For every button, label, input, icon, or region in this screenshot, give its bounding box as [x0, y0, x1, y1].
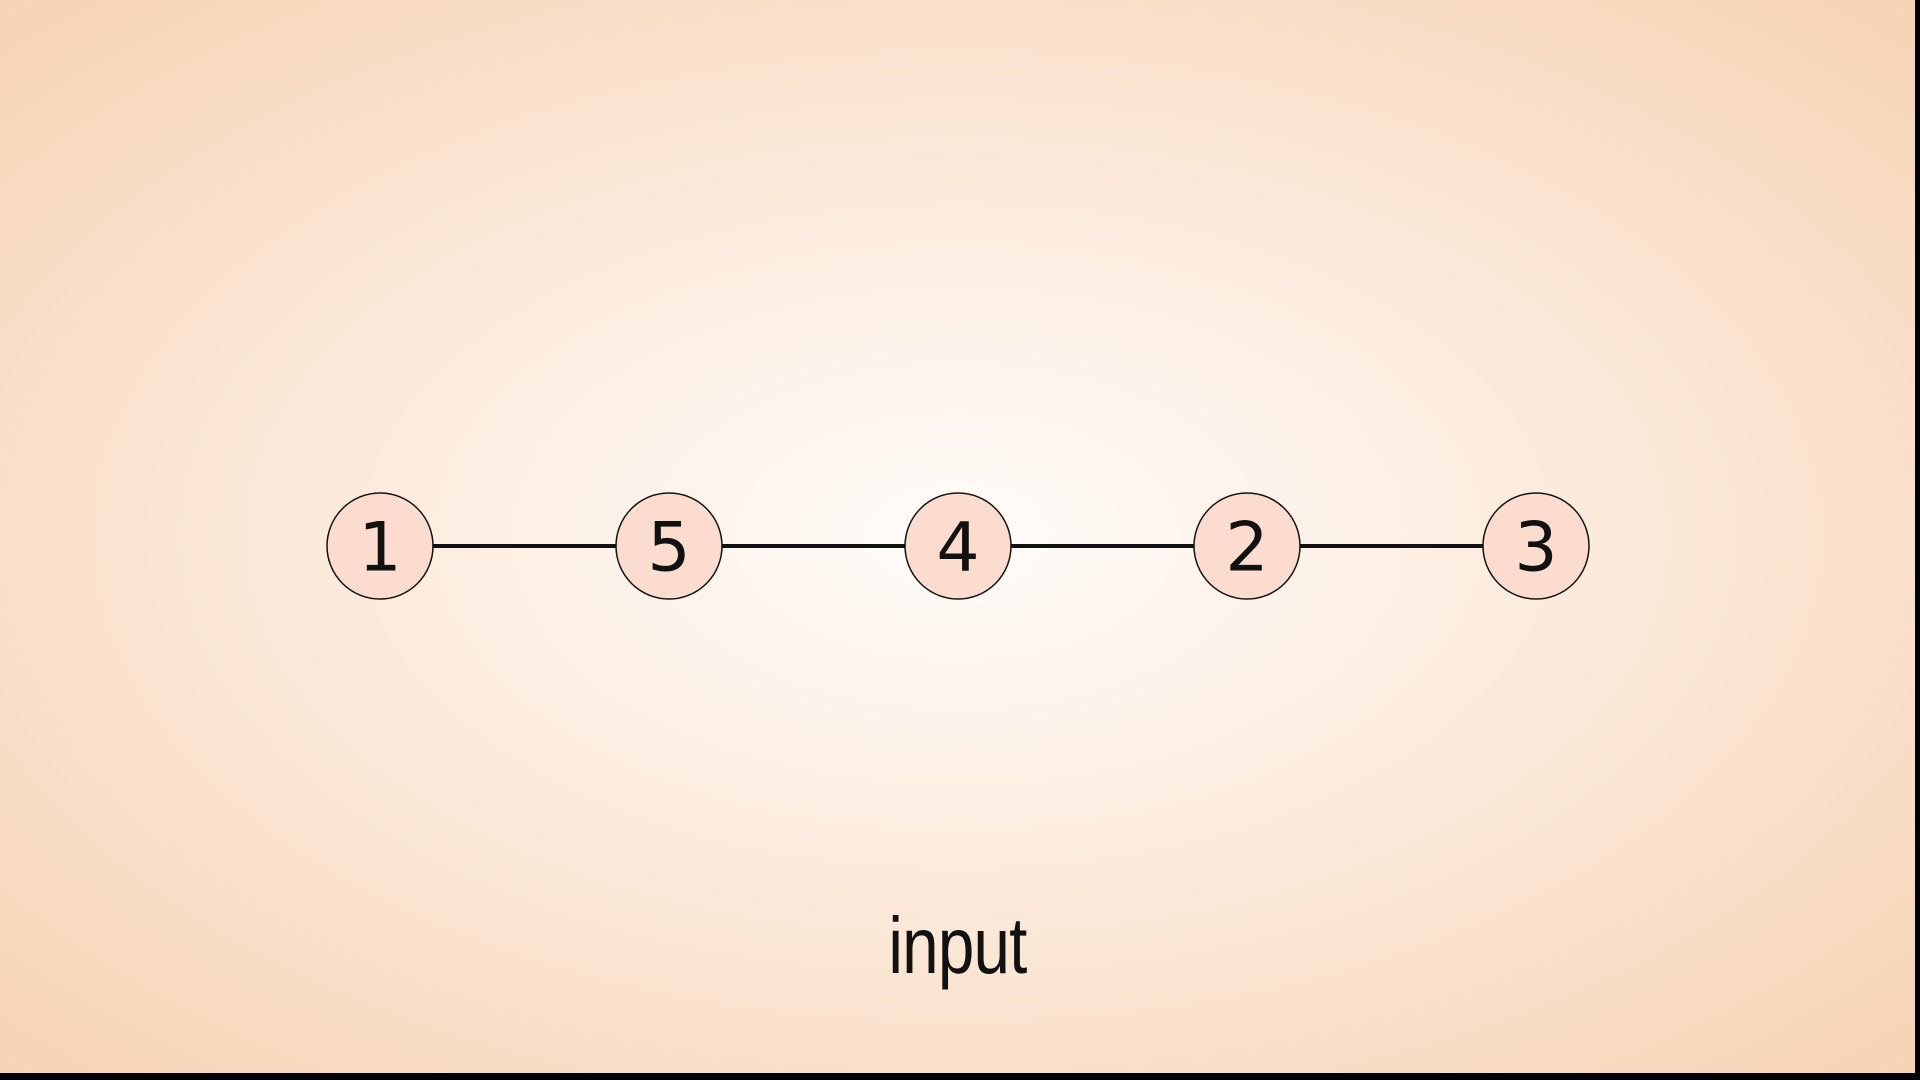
node-1: 1 — [326, 492, 434, 600]
node-3: 3 — [1482, 492, 1590, 600]
node-circle — [326, 492, 434, 600]
node-label: 2 — [1225, 509, 1268, 588]
node-circle — [1193, 492, 1301, 600]
node-5: 5 — [615, 492, 723, 600]
node-label: 4 — [936, 509, 979, 588]
node-label: 3 — [1514, 509, 1557, 588]
node-4: 4 — [904, 492, 1012, 600]
node-circle — [904, 492, 1012, 600]
diagram-caption: input — [888, 901, 1027, 990]
node-2: 2 — [1193, 492, 1301, 600]
node-circle — [1482, 492, 1590, 600]
node-label: 5 — [647, 509, 690, 588]
node-label: 1 — [358, 509, 401, 588]
node-circle — [615, 492, 723, 600]
nodes: 1 5 4 2 3 — [326, 492, 1590, 600]
